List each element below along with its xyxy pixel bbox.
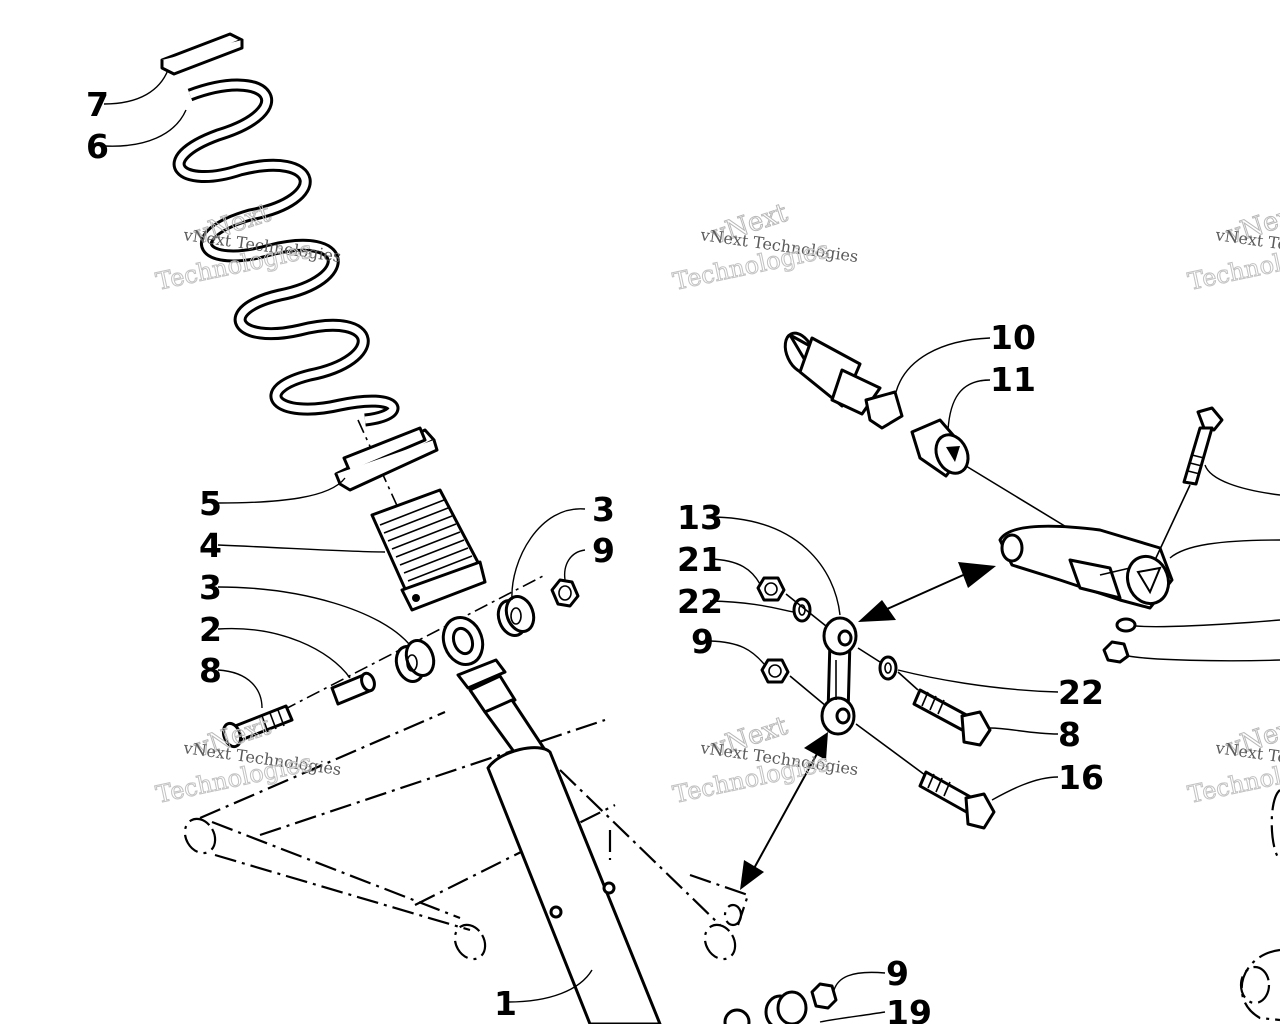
callout-22-left: 22 xyxy=(677,582,723,621)
socket-part xyxy=(910,418,970,478)
callout-3-right: 3 xyxy=(592,490,615,529)
callout-19: 19 xyxy=(886,993,932,1024)
callout-9-bottom: 9 xyxy=(886,954,909,993)
socket-axis-line xyxy=(965,465,1069,529)
right-edge-phantom-parts xyxy=(1239,789,1280,1022)
shock-eyelet-part xyxy=(441,616,507,690)
callout-8-right: 8 xyxy=(1058,715,1081,754)
callout-21: 21 xyxy=(677,540,723,579)
coil-spring-part xyxy=(172,78,400,427)
callout-10: 10 xyxy=(990,318,1036,357)
double-arrow-upper xyxy=(858,562,996,622)
callout-8-left: 8 xyxy=(199,651,222,690)
a-arm-phantom xyxy=(183,710,750,961)
callout-9-mid: 9 xyxy=(691,622,714,661)
shock-body-part xyxy=(468,674,662,1024)
callout-3-left: 3 xyxy=(199,568,222,607)
bushing-left-part xyxy=(394,639,436,683)
watermark-6: vNext vNext Technologies Technologies xyxy=(1185,710,1280,809)
washer-right-part xyxy=(1115,617,1137,633)
spring-seat-part xyxy=(334,426,439,492)
bushing-right-part xyxy=(496,595,536,637)
callout-22-right: 22 xyxy=(1058,673,1104,712)
callout-labels: 7 6 5 4 3 2 8 3 9 1 10 11 13 21 22 9 22 … xyxy=(86,85,1104,1024)
callout-4: 4 xyxy=(199,526,222,565)
leader-lines xyxy=(103,69,1280,1023)
bolt-left-part xyxy=(221,704,294,749)
watermark-2: vNext vNext Technologies Technologies xyxy=(670,197,860,296)
watermark-3: vNext vNext Technologies Technologies xyxy=(1185,197,1280,296)
callout-6: 6 xyxy=(86,127,109,166)
callout-16: 16 xyxy=(1058,758,1104,797)
nut-21-part xyxy=(756,576,786,602)
bolt-upper-right-part xyxy=(1182,406,1224,486)
linkage-axis-lines xyxy=(785,593,926,776)
tool-handle-part xyxy=(783,331,904,430)
spring-retainer-part xyxy=(160,32,244,76)
rocker-arm-part xyxy=(998,524,1174,610)
callout-11: 11 xyxy=(990,360,1036,399)
bottom-bushing-part xyxy=(723,982,838,1024)
sleeve-part xyxy=(330,671,376,706)
nut-9-mid-part xyxy=(760,658,790,684)
adjuster-collar-part xyxy=(370,488,487,612)
callout-13: 13 xyxy=(677,498,723,537)
callout-2: 2 xyxy=(199,610,222,649)
callout-9-upper: 9 xyxy=(592,531,615,570)
watermark-4: vNext vNext Technologies Technologies xyxy=(153,710,343,809)
callout-5: 5 xyxy=(199,484,222,523)
nut-right-part xyxy=(1102,640,1130,664)
double-arrow-lower xyxy=(740,732,828,890)
callout-1: 1 xyxy=(494,984,517,1023)
bolt-axis-line xyxy=(1154,484,1191,561)
link-rod-part xyxy=(820,616,858,736)
washer-22-right-part xyxy=(878,655,898,681)
callout-7: 7 xyxy=(86,85,109,124)
nut-upper-part xyxy=(550,578,580,608)
bolt-16-part xyxy=(918,770,996,830)
bolt-8-right-part xyxy=(912,688,992,747)
